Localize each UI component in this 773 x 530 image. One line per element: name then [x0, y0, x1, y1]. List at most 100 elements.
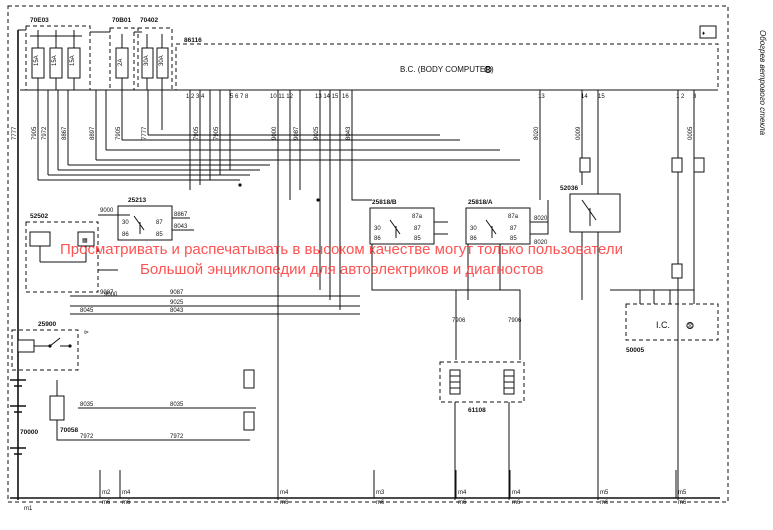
switch-52502: 52502 ▦ 9000 9000	[25, 208, 130, 298]
svg-text:7777: 7777	[142, 126, 148, 140]
svg-text:87a: 87a	[412, 214, 423, 220]
svg-text:87a: 87a	[508, 214, 519, 220]
svg-text:70000: 70000	[20, 429, 38, 436]
svg-text:7972: 7972	[80, 434, 94, 440]
body-computer-label: B.C. (BODY COMPUTER)	[400, 65, 494, 74]
svg-text:85: 85	[414, 236, 421, 242]
svg-text:I.C.: I.C.	[656, 320, 670, 330]
svg-text:87: 87	[414, 226, 421, 232]
svg-text:9025: 9025	[314, 126, 320, 140]
svg-text:85: 85	[156, 232, 163, 238]
svg-text:15: 15	[598, 94, 605, 100]
svg-text:m6: m6	[512, 500, 521, 506]
body-computer: 86116 B.C. (BODY COMPUTER) ⨷ ♦ 1 2 3 4 5…	[20, 25, 719, 100]
relay-25818-a: 25818/A 30 87a 87 86 85 8020 8020	[465, 199, 549, 246]
watermark-line-1: Просматривать и распечатывать в высоком …	[60, 241, 623, 258]
svg-text:61108: 61108	[468, 407, 486, 414]
relay-25818-b: 25818/B 30 87a 87 86 85	[369, 199, 448, 245]
control-wires: 9087 9087 9025 8043 8045 8035 8035 7972 …	[70, 290, 360, 441]
svg-text:3: 3	[693, 94, 697, 100]
svg-text:30: 30	[122, 220, 129, 226]
svg-text:9000: 9000	[272, 126, 278, 140]
ignition-icon: ⊳	[84, 330, 89, 336]
svg-text:m6: m6	[600, 500, 609, 506]
fuse-rating: 2A	[118, 59, 124, 66]
svg-text:1 2 3 4: 1 2 3 4	[186, 94, 205, 100]
svg-text:0009: 0009	[576, 126, 582, 140]
svg-text:7777: 7777	[12, 126, 18, 140]
battery-70000: 70000	[10, 379, 38, 455]
svg-text:0005: 0005	[688, 126, 694, 140]
svg-text:14: 14	[581, 94, 588, 100]
svg-text:8043: 8043	[170, 308, 184, 314]
fuse-rating: 15A	[52, 55, 58, 66]
svg-text:m6: m6	[678, 500, 687, 506]
svg-text:13: 13	[538, 94, 545, 100]
ground-label: m3	[376, 490, 385, 496]
relay-25213: 25213 30 86 87 85 8867 8043	[117, 197, 194, 241]
svg-text:10 11 12: 10 11 12	[270, 94, 294, 100]
svg-text:5 6 7 8: 5 6 7 8	[230, 94, 249, 100]
ground-label: m5	[600, 490, 609, 496]
ignition-25900: 25900 ⊳	[11, 321, 89, 371]
ground-label: m4	[280, 490, 289, 496]
svg-text:8867: 8867	[62, 126, 68, 140]
svg-text:86: 86	[122, 232, 129, 238]
heaters-61108: 61108	[439, 361, 525, 500]
svg-text:9000: 9000	[104, 292, 118, 298]
svg-text:52036: 52036	[560, 185, 578, 192]
wire-code-label: 7906	[452, 318, 466, 324]
svg-text:30: 30	[374, 226, 381, 232]
ground-bar: m1 m2 m4 m4 m3 m4 m4 m5 m5 m6 m6 m6 m6 m…	[10, 470, 720, 512]
fuse-box-label: 70B01	[112, 17, 132, 24]
svg-text:9087: 9087	[100, 290, 114, 296]
svg-text:7972: 7972	[42, 126, 48, 140]
svg-text:16: 16	[342, 94, 349, 100]
svg-text:87: 87	[156, 220, 163, 226]
svg-text:70058: 70058	[60, 427, 78, 434]
svg-text:9025: 9025	[170, 300, 184, 306]
svg-text:1 2: 1 2	[676, 94, 685, 100]
svg-text:m6: m6	[458, 500, 467, 506]
fuse-rating: 30A	[159, 55, 165, 66]
fuse-rating: 30A	[144, 55, 150, 66]
fuse-box-70e03: 70E03 15A 15A 15A	[25, 17, 91, 91]
svg-text:85: 85	[510, 236, 517, 242]
body-computer-icon: ⨷	[484, 65, 492, 76]
heater-feed-wires	[371, 244, 521, 360]
ground-label: m2	[102, 490, 111, 496]
svg-text:7905: 7905	[32, 126, 38, 140]
svg-text:8020: 8020	[534, 240, 548, 246]
svg-text:8020: 8020	[534, 216, 548, 222]
fuse-box-label: 70402	[140, 17, 158, 24]
svg-text:9087: 9087	[294, 126, 300, 140]
svg-text:m6: m6	[280, 500, 289, 506]
ground-label: m1	[24, 506, 33, 512]
wire-code-label: 7906	[508, 318, 522, 324]
ground-label: m4	[122, 490, 131, 496]
svg-text:13 14 15: 13 14 15	[315, 94, 339, 100]
svg-text:8035: 8035	[170, 402, 184, 408]
svg-text:25818/B: 25818/B	[372, 199, 397, 206]
fuse-rating: 15A	[70, 55, 76, 66]
svg-text:50005: 50005	[626, 347, 644, 354]
svg-text:7905: 7905	[116, 126, 122, 140]
svg-text:8045: 8045	[80, 308, 94, 314]
svg-text:25213: 25213	[128, 197, 146, 204]
svg-text:7972: 7972	[170, 434, 184, 440]
watermark-line-2: Большой энциклопедии для автоэлектриков …	[140, 261, 543, 278]
svg-text:86: 86	[470, 236, 477, 242]
fuse-box-label: 70E03	[30, 17, 49, 24]
svg-text:8020: 8020	[534, 126, 540, 140]
ic-icon: ⨷	[686, 321, 694, 332]
fuse-rating: 15A	[34, 55, 40, 66]
svg-text:9000: 9000	[100, 208, 114, 214]
ground-label: m5	[678, 490, 687, 496]
svg-text:87: 87	[510, 226, 517, 232]
sensor-52036: 52036	[560, 157, 621, 500]
svg-text:25900: 25900	[38, 321, 56, 328]
instrument-cluster: I.C. ⨷ 50005	[610, 157, 719, 354]
svg-text:8897: 8897	[90, 126, 96, 140]
connector-icon: ♦	[702, 31, 705, 37]
